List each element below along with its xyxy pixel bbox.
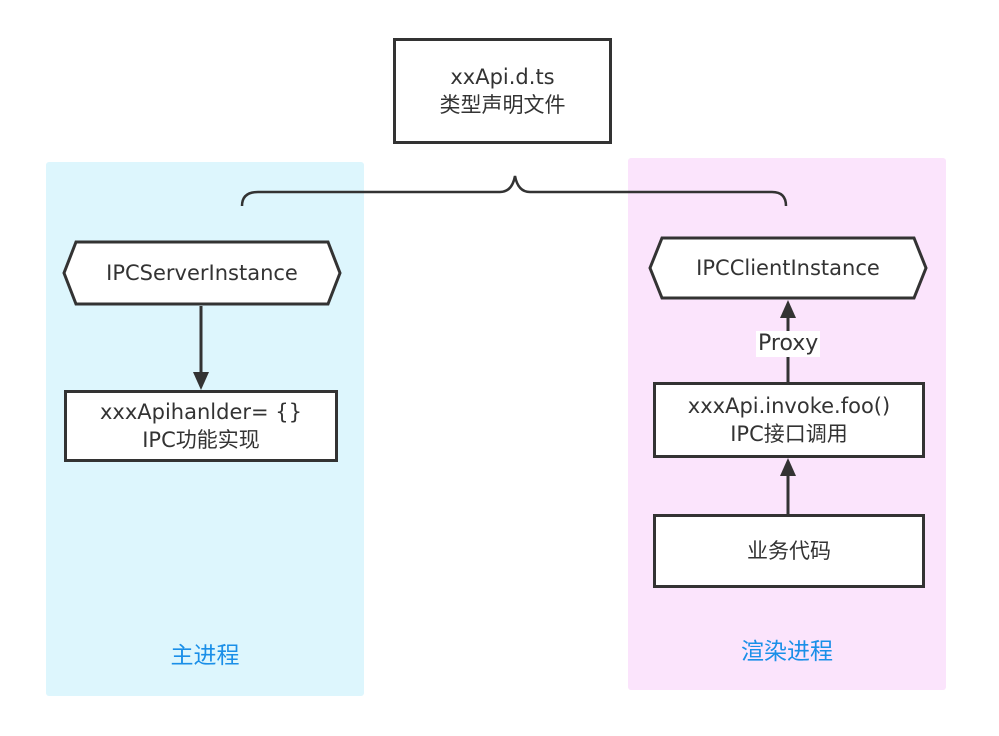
business-code-label: 业务代码 [747, 539, 831, 563]
type-declaration-filename: xxApi.d.ts [450, 65, 555, 89]
ipc-client-instance[interactable]: IPCClientInstance [648, 236, 928, 300]
ipc-client-instance-label: IPCClientInstance [696, 256, 880, 280]
api-invoke-desc: IPC接口调用 [730, 422, 848, 446]
ipc-server-instance[interactable]: IPCServerInstance [62, 240, 342, 306]
api-invoke-box[interactable]: xxxApi.invoke.foo() IPC接口调用 [653, 382, 925, 458]
proxy-edge-label: Proxy [756, 331, 821, 357]
type-declaration-desc: 类型声明文件 [439, 93, 566, 117]
main-process-label: 主进程 [170, 643, 240, 669]
api-handler-box[interactable]: xxxApihanlder= {} IPC功能实现 [64, 390, 338, 462]
api-handler-code: xxxApihanlder= {} [99, 400, 302, 424]
ipc-server-instance-label: IPCServerInstance [106, 261, 298, 285]
business-code-box[interactable]: 业务代码 [653, 514, 925, 588]
render-process-label: 渲染进程 [741, 639, 833, 665]
hexagon-shape [648, 236, 928, 300]
type-declaration-box[interactable]: xxApi.d.ts 类型声明文件 [393, 38, 612, 144]
api-handler-desc: IPC功能实现 [142, 428, 260, 452]
api-invoke-code: xxxApi.invoke.foo() [687, 394, 891, 418]
hexagon-shape [62, 240, 342, 306]
